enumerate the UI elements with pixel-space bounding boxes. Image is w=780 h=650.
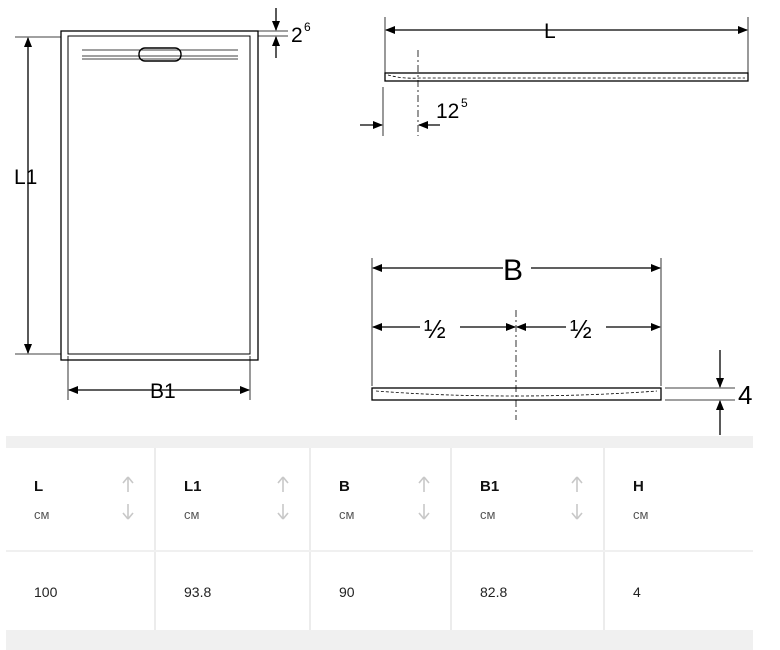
table-cell: 90 — [311, 552, 452, 630]
table-cell: 82.8 — [452, 552, 605, 630]
label-half-right: ½ — [570, 314, 592, 344]
column-unit: cм — [339, 507, 355, 522]
sort-arrows-icon[interactable] — [418, 475, 430, 521]
label-L1: L1 — [14, 166, 37, 189]
table-cell: 93.8 — [156, 552, 311, 630]
column-unit: cм — [34, 507, 50, 522]
tray-inner-outline — [67, 35, 251, 355]
table-row: 100 93.8 90 82.8 4 — [6, 552, 753, 630]
table-cell: 100 — [6, 552, 156, 630]
cell-value: 82.8 — [480, 584, 508, 600]
column-unit: cм — [633, 507, 649, 522]
top-view — [15, 8, 288, 400]
technical-drawing: L1 B1 2 6 L 12 5 B ½ ½ 4 — [14, 8, 752, 435]
column-header-L1[interactable]: L1 cм — [156, 448, 311, 550]
front-profile — [371, 387, 662, 401]
label-offset-base: 12 — [436, 100, 459, 123]
label-B1: B1 — [150, 380, 176, 403]
column-label: H — [633, 478, 644, 495]
column-label: B — [339, 478, 350, 495]
side-view — [360, 17, 749, 136]
label-offset-sup: 5 — [461, 96, 468, 110]
column-header-L[interactable]: L cм — [6, 448, 156, 550]
column-label: L1 — [184, 478, 202, 495]
cell-value: 4 — [633, 584, 641, 600]
cell-value: 100 — [34, 584, 58, 600]
cell-value: 93.8 — [184, 584, 212, 600]
label-H: 4 — [738, 380, 752, 410]
sort-arrows-icon[interactable] — [277, 475, 289, 521]
column-unit: cм — [480, 507, 496, 522]
front-view — [371, 258, 735, 435]
side-profile — [384, 72, 749, 82]
label-L: L — [544, 20, 556, 43]
column-header-B1[interactable]: B1 cм — [452, 448, 605, 550]
column-header-H[interactable]: H cм — [605, 448, 753, 550]
tray-outline — [60, 30, 259, 361]
label-B: B — [503, 254, 523, 287]
label-half-left: ½ — [424, 314, 446, 344]
column-label: B1 — [480, 478, 500, 495]
cell-value: 90 — [339, 584, 355, 600]
label-edge-base: 2 — [291, 24, 303, 47]
sort-arrows-icon[interactable] — [571, 475, 583, 521]
label-edge-sup: 6 — [304, 20, 311, 34]
column-unit: cм — [184, 507, 200, 522]
column-header-B[interactable]: B cм — [311, 448, 452, 550]
column-label: L — [34, 478, 44, 495]
table-cell: 4 — [605, 552, 753, 630]
sort-arrows-icon[interactable] — [122, 475, 134, 521]
table-header-row: L cм L1 cм B cм B1 cм H cм — [6, 448, 753, 550]
drain-icon — [138, 47, 182, 62]
